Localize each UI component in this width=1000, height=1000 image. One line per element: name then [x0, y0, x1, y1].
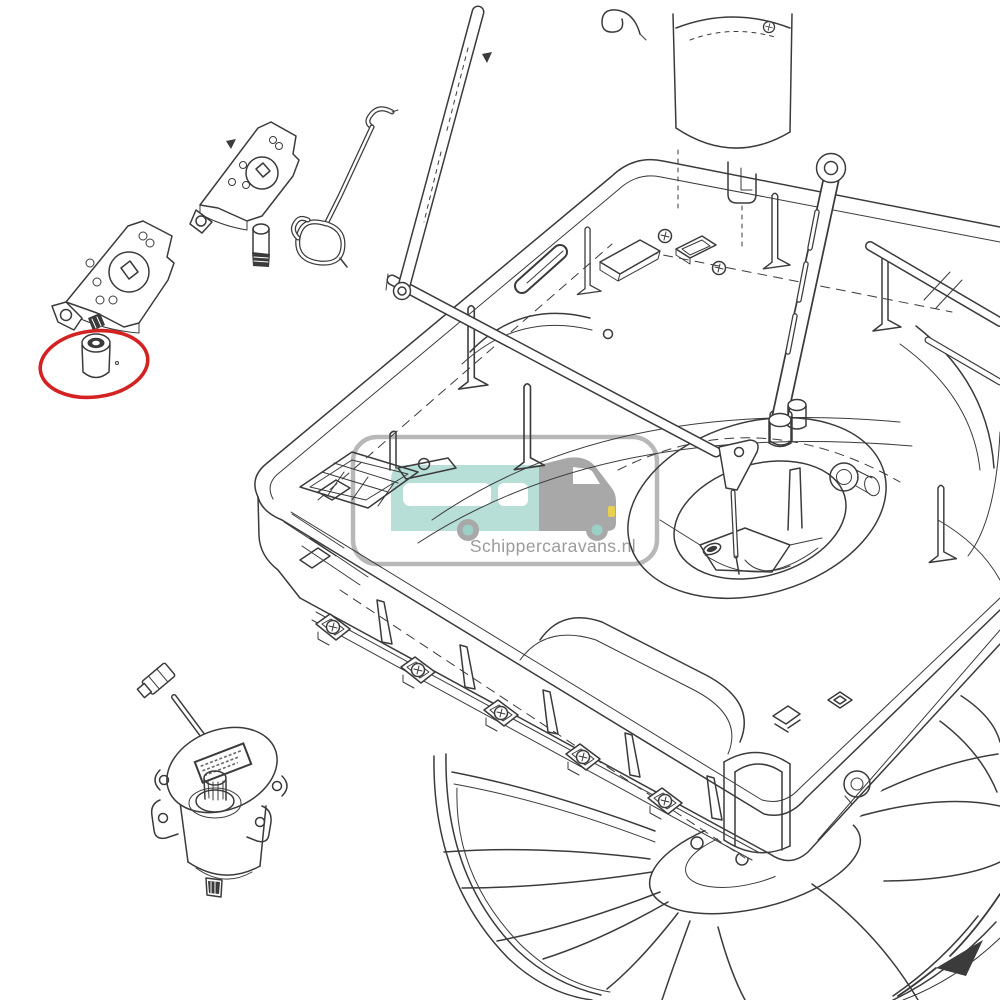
watermark-van-wheel-front [586, 519, 608, 541]
strap-index-mark [482, 52, 492, 63]
deck-latch-slide [599, 239, 661, 282]
support-bar [385, 273, 722, 458]
actuator-bracket-lower [51, 220, 175, 334]
hinge-latch-cluster [283, 430, 457, 586]
watermark-text: Schippercaravans.nl [470, 536, 636, 556]
ring-side-knob [829, 462, 880, 497]
housing-corner-post [723, 751, 791, 854]
screw-boss [483, 699, 519, 732]
watermark-van-cab [539, 457, 616, 531]
rim-latch-bracket [772, 691, 853, 733]
fan-motor [672, 13, 793, 204]
lift-arm-clevis [768, 398, 807, 448]
vent-base-housing [254, 149, 1000, 862]
link-plate-and-pin [718, 439, 759, 575]
motor-bottom-shaft [205, 877, 223, 898]
rotation-arrow [897, 893, 1000, 997]
highlight-circle [38, 328, 150, 400]
screw-boss [400, 656, 436, 689]
highlighted-bushing [81, 333, 119, 379]
watermark-van-indicator [608, 506, 615, 517]
side-wall-boss [843, 770, 871, 805]
drive-pinion [88, 313, 105, 331]
watermark-van-window-mid [498, 483, 528, 506]
deck-hole [602, 328, 614, 340]
watermark-van-window-rear [403, 483, 491, 506]
watermark-logo: Schippercaravans.nl [350, 434, 660, 567]
lift-motor [136, 662, 288, 898]
watermark-van-windshield [573, 467, 600, 484]
lift-strap-left [392, 5, 492, 301]
actuator-bracket-upper [189, 121, 300, 267]
screw-boss [315, 613, 351, 646]
motor-mount-tab [727, 161, 757, 204]
lift-arm-right [768, 152, 847, 448]
motor-ears [150, 769, 288, 843]
motor-output-shaft [188, 770, 242, 819]
watermark-frame [350, 434, 660, 567]
deck-rect-port [675, 235, 717, 265]
watermark-van-wheel-rear [457, 519, 479, 541]
hinge-rod [865, 241, 1000, 386]
strap-anchor-hook [601, 9, 647, 41]
housing-face-mask [254, 159, 1000, 882]
bracket-shaft [252, 223, 270, 267]
wire-connector [136, 662, 176, 699]
wireform-spring [290, 106, 399, 268]
